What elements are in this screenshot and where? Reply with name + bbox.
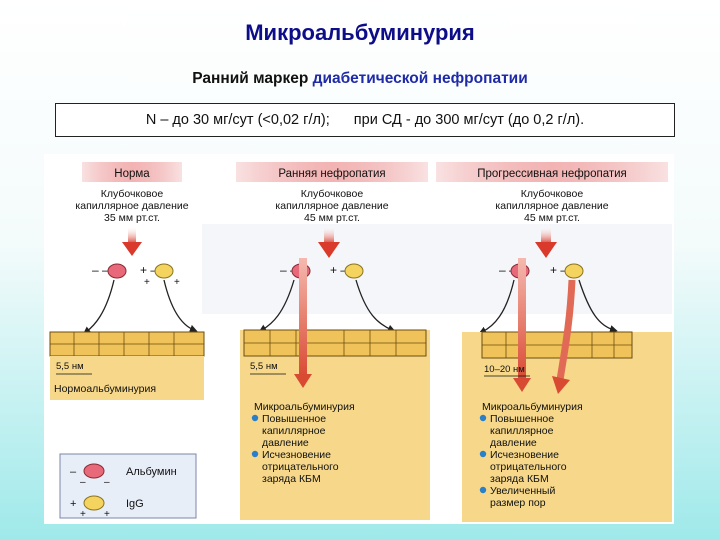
- panel-progressive-bullet-1-line3: давление: [490, 437, 537, 449]
- svg-text:+: +: [174, 277, 180, 288]
- panel-progressive-pressure-line3: 45 мм рт.ст.: [524, 212, 580, 224]
- panel-progressive-bullet-2-line3: заряда КБМ: [490, 473, 549, 485]
- svg-text:+ –: + –: [140, 263, 157, 277]
- panel-early-bullet-2-line1: Исчезновение: [262, 449, 331, 461]
- panel-early-pressure-line1: Клубочковое: [301, 188, 364, 200]
- svg-text:+: +: [70, 498, 76, 510]
- page-title: Микроальбуминурия: [245, 20, 475, 45]
- panel-progressive-bullet-2-line2: отрицательного: [490, 461, 567, 473]
- panel-normal-igg: [154, 263, 174, 279]
- svg-text:+: +: [80, 509, 86, 520]
- panel-progressive-reflect-arrow-right: [578, 279, 618, 333]
- legend-albumin-icon: [83, 463, 105, 479]
- panel-progressive-bullet-1-line2: капиллярное: [490, 425, 554, 437]
- panel-early-pressure-arrow-shaft: [324, 226, 334, 244]
- legend-igg-icon: [83, 495, 105, 511]
- panel-progressive-pressure-arrow-shaft: [541, 226, 551, 244]
- panel-progressive-pressure-line2: капиллярное давление: [495, 200, 608, 212]
- panel-early-leak-arrow-head: [294, 374, 312, 388]
- svg-text:–: –: [70, 466, 77, 478]
- panel-early-bullet-1-icon: [251, 414, 259, 422]
- subtitle: Ранний маркер диабетической нефропатии: [0, 70, 720, 88]
- legend-box: [59, 453, 197, 519]
- background-shade: [202, 224, 672, 314]
- panel-normal-pressure-arrow-shaft: [128, 226, 136, 244]
- panel-normal-reflect-arrow-right: [163, 279, 198, 333]
- panel-progressive-leak-arrow-head-igg: [552, 376, 570, 394]
- panel-early: Ранняя нефропатия Клубочковое капиллярно…: [236, 162, 430, 520]
- norm-values-box: N – до 30 мг/сут (<0,02 г/л); при СД - д…: [55, 103, 675, 137]
- panel-progressive: Прогрессивная нефропатия Клубочковое кап…: [436, 162, 672, 522]
- panel-progressive-pore-size: 10–20 нм: [484, 364, 525, 375]
- panel-early-bullet-1-line1: Повышенное: [262, 413, 326, 425]
- panel-early-pore-size: 5,5 нм: [250, 361, 278, 372]
- panel-early-header-bg: [236, 162, 428, 182]
- svg-text:+: +: [104, 509, 110, 520]
- subtitle-prefix: Ранний маркер: [192, 70, 313, 87]
- panel-early-header: Ранняя нефропатия: [278, 168, 385, 180]
- panel-early-bullet-1-line3: давление: [262, 437, 309, 449]
- panel-normal-albumin: [107, 263, 127, 279]
- legend: – – – Альбумин + + + IgG: [59, 453, 197, 520]
- panel-normal-reflect-arrow-left: [82, 279, 115, 335]
- panel-progressive-leak-arrow-head-albumin: [513, 378, 531, 392]
- svg-text:+ –: + –: [550, 263, 567, 277]
- legend-albumin-label: Альбумин: [126, 466, 177, 478]
- panel-early-igg: [344, 263, 364, 279]
- svg-text:–: –: [104, 477, 110, 488]
- panel-early-pressure-line2: капиллярное давление: [275, 200, 388, 212]
- panel-normal-filtrate: [50, 356, 204, 400]
- panel-normal-pressure-line3: 35 мм рт.ст.: [104, 212, 160, 224]
- panel-normal-pressure-arrow-head: [122, 242, 142, 256]
- legend-igg-label: IgG: [126, 498, 144, 510]
- norm-left-text: N – до 30 мг/сут (<0,02 г/л);: [145, 112, 330, 128]
- panel-normal-pressure-line1: Клубочковое: [101, 188, 164, 200]
- panel-progressive-bullet-3-line2: размер пор: [490, 497, 546, 509]
- nephropathy-figure: Норма Клубочковое капиллярное давление 3…: [44, 154, 674, 524]
- panel-normal: Норма Клубочковое капиллярное давление 3…: [49, 162, 205, 520]
- panel-progressive-leak-stream-albumin: [518, 258, 526, 380]
- svg-text:–: –: [80, 477, 86, 488]
- svg-text:+: +: [144, 277, 150, 288]
- norm-right-text: при СД - до 300 мг/сут (до 0,2 г/л).: [353, 112, 585, 128]
- panel-progressive-pressure-arrow-head: [535, 242, 557, 258]
- panel-early-bullet-2-icon: [251, 450, 259, 458]
- panel-early-reflect-arrow-right: [355, 279, 396, 333]
- panel-normal-result: Нормоальбуминурия: [54, 383, 156, 395]
- panel-early-filtrate: [240, 330, 430, 520]
- panel-normal-pressure-line2: капиллярное давление: [75, 200, 188, 212]
- panel-early-bullet-2-line3: заряда КБМ: [262, 473, 321, 485]
- panel-normal-header: Норма: [114, 168, 150, 180]
- panel-normal-header-bg: [82, 162, 182, 182]
- panel-progressive-filtrate: [462, 332, 672, 522]
- panel-progressive-bullet-3-icon: [479, 486, 487, 494]
- panel-early-reflect-arrow-left: [258, 279, 295, 333]
- panel-progressive-bullet-1-icon: [479, 414, 487, 422]
- panel-progressive-header-bg: [436, 162, 668, 182]
- panel-early-bullet-2-line2: отрицательного: [262, 461, 339, 473]
- panel-progressive-bullet-2-icon: [479, 450, 487, 458]
- panel-progressive-pressure-line1: Клубочковое: [521, 188, 584, 200]
- panel-progressive-bullet-1-line1: Повышенное: [490, 413, 554, 425]
- panel-progressive-header: Прогрессивная нефропатия: [477, 168, 627, 180]
- panel-progressive-result: Микроальбуминурия: [482, 401, 583, 413]
- panel-progressive-bullet-2-line1: Исчезновение: [490, 449, 559, 461]
- panel-early-leak-stream: [299, 258, 307, 376]
- panel-early-result: Микроальбуминурия: [254, 401, 355, 413]
- panel-progressive-reflect-arrow-left: [478, 279, 515, 334]
- panel-early-pressure-line3: 45 мм рт.ст.: [304, 212, 360, 224]
- panel-early-pressure-arrow-head: [318, 242, 340, 258]
- svg-text:– –: – –: [92, 263, 109, 277]
- panel-progressive-igg: [564, 263, 584, 279]
- svg-text:+ –: + –: [330, 263, 347, 277]
- subtitle-highlight: диабетической нефропатии: [312, 70, 528, 87]
- panel-progressive-bullet-3-line1: Увеличенный: [490, 485, 555, 497]
- panel-progressive-leak-stream-igg: [556, 279, 576, 381]
- panel-normal-pore-size: 5,5 нм: [56, 361, 84, 372]
- panel-early-bullet-1-line2: капиллярное: [262, 425, 326, 437]
